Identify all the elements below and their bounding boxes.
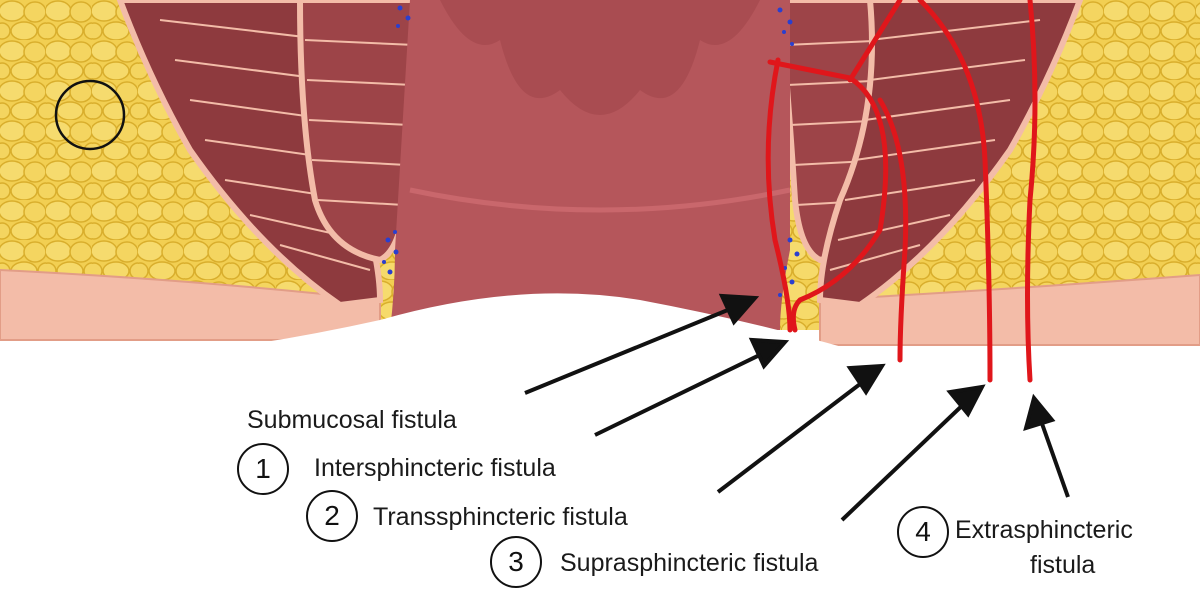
label-suprasphincteric-fistula: Suprasphincteric fistula — [560, 549, 819, 577]
dentate-line — [409, 187, 791, 213]
label-intersphincteric-fistula: Intersphincteric fistula — [314, 454, 556, 482]
number-badge-1: 1 — [237, 443, 289, 495]
arrowhead-extrasphincteric — [1023, 393, 1056, 431]
fistula-tracts — [765, 0, 1038, 383]
label-transsphincteric-fistula: Transsphincteric fistula — [373, 503, 628, 531]
number-badge-2: 2 — [306, 490, 358, 542]
label-extrasphincteric-line2: fistula — [1030, 551, 1096, 579]
fistula-tract-extrasphincteric — [1025, 0, 1038, 383]
left-internal-fibers — [304, 39, 416, 206]
arrowhead-transsphincteric — [846, 363, 886, 396]
fistula-tract-suprasphincteric — [847, 0, 909, 363]
label-extrasphincteric-line1: Extrasphincteric — [955, 516, 1133, 544]
vessel-dots — [382, 5, 800, 297]
pointer-arrows — [524, 293, 1070, 522]
fistula-tract-intersphincteric — [765, 57, 793, 333]
number-badge-3: 3 — [490, 536, 542, 588]
arrow-extrasphincteric — [1038, 417, 1070, 498]
arrow-intersphincteric — [594, 348, 771, 437]
arrow-submucosal — [524, 303, 741, 395]
number-badge-4: 4 — [897, 506, 949, 558]
label-submucosal-fistula: Submucosal fistula — [247, 406, 457, 434]
ischiorectal-circle-marker — [54, 79, 126, 151]
arrowhead-submucosal — [718, 293, 760, 326]
anal-canal-mucosa — [390, 0, 790, 330]
fistula-tract-suprasphincteric-outer — [917, 0, 993, 383]
right-muscle-fibers — [829, 19, 1041, 271]
arrowhead-suprasphincteric — [946, 384, 986, 418]
arrowhead-intersphincteric — [748, 337, 790, 370]
arrow-suprasphincteric — [840, 398, 970, 522]
mucosal-folds — [440, 0, 760, 115]
skin-band-right — [819, 273, 1200, 346]
arrow-transsphincteric — [716, 376, 870, 494]
fistula-tract-transsphincteric — [767, 59, 889, 333]
